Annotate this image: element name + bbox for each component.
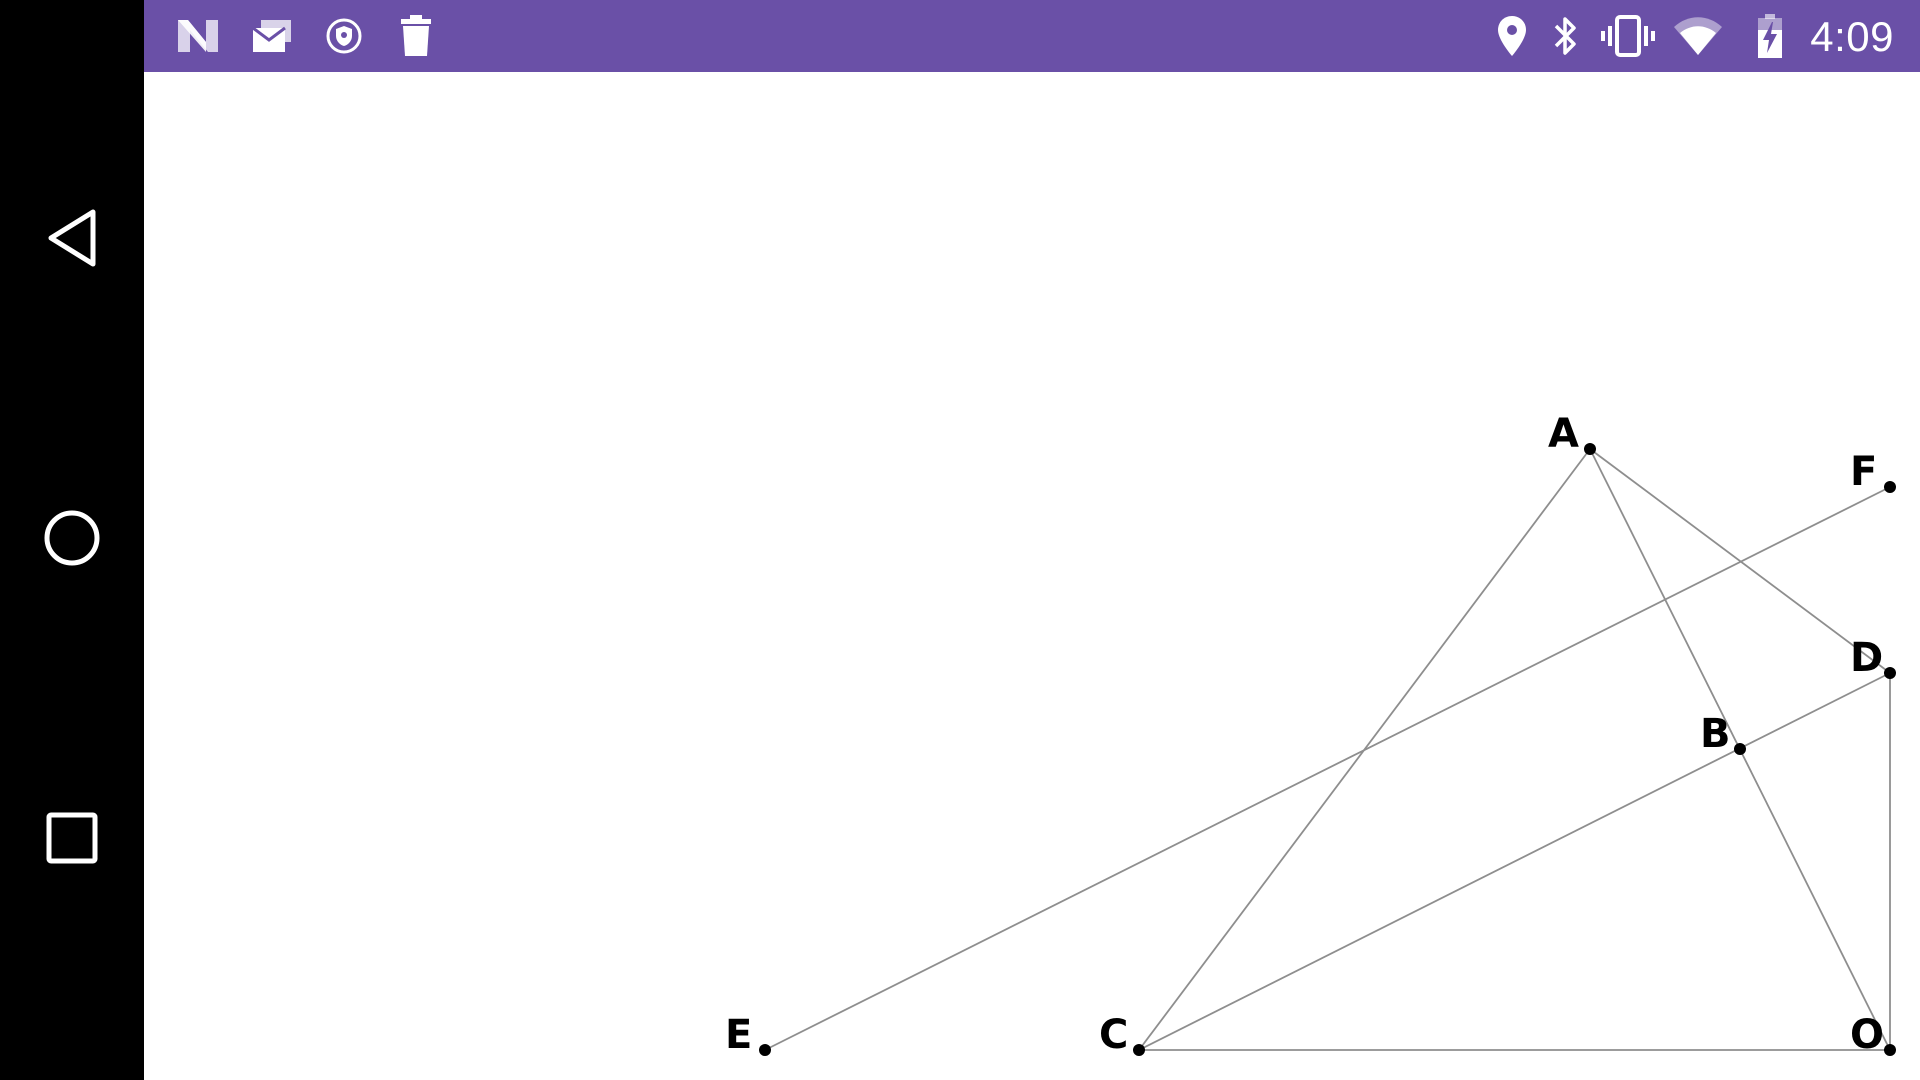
battery-charging-icon	[1750, 12, 1790, 60]
point-label-c: C	[1099, 1012, 1128, 1058]
point-label-a: A	[1548, 411, 1579, 457]
geometry-canvas[interactable]: A B C D E F O	[144, 72, 1920, 1080]
segment-CD[interactable]	[1138, 672, 1891, 1051]
recents-button[interactable]	[0, 780, 144, 900]
n-logo-icon	[174, 12, 222, 60]
point-label-b: B	[1700, 711, 1731, 757]
segment-AD[interactable]	[1589, 448, 1891, 674]
point-label-d: D	[1850, 635, 1883, 681]
vibrate-icon	[1598, 12, 1658, 60]
mail-notification-icon	[248, 12, 296, 60]
point-label-o: O	[1850, 1012, 1884, 1058]
home-icon	[42, 508, 102, 573]
segment-EF[interactable]	[764, 486, 1891, 1051]
point-b[interactable]	[1734, 743, 1746, 755]
point-c[interactable]	[1133, 1044, 1145, 1056]
bluetooth-icon	[1546, 12, 1586, 60]
point-e[interactable]	[759, 1044, 771, 1056]
trash-icon	[392, 12, 440, 60]
point-o[interactable]	[1884, 1044, 1896, 1056]
location-pin-icon	[1492, 12, 1532, 60]
wifi-icon	[1670, 12, 1726, 60]
back-icon	[45, 208, 99, 273]
point-d[interactable]	[1884, 667, 1896, 679]
geometry-drawing[interactable]: A B C D E F O	[144, 72, 1920, 1080]
point-label-f: F	[1850, 449, 1877, 495]
vpn-shield-icon	[320, 12, 368, 60]
point-label-e: E	[725, 1012, 752, 1058]
home-button[interactable]	[0, 480, 144, 600]
point-f[interactable]	[1884, 481, 1896, 493]
status-bar-clock: 4:09	[1810, 13, 1894, 60]
back-button[interactable]	[0, 180, 144, 300]
recents-icon	[45, 811, 99, 870]
point-a[interactable]	[1584, 443, 1596, 455]
navigation-bar	[0, 0, 144, 1080]
status-bar: 4:09	[144, 0, 1920, 72]
